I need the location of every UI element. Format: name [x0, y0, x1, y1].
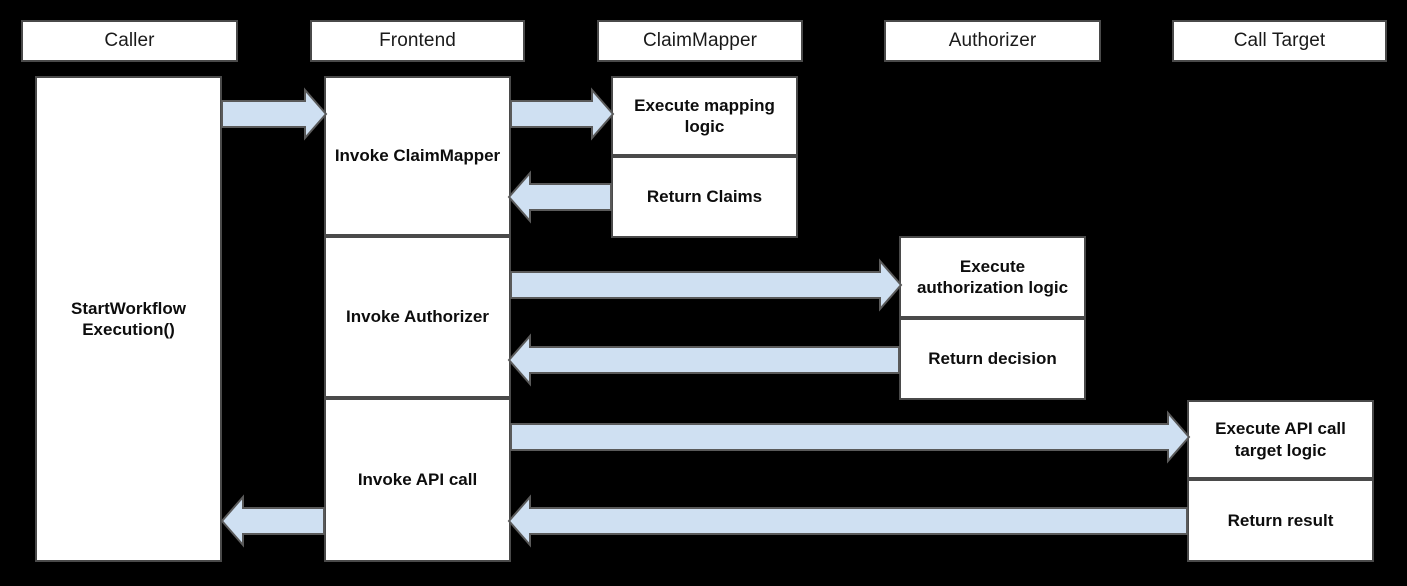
lane-header-caller-label: Caller: [104, 30, 155, 52]
message-arrow-calltarget-to-frontend: [507, 494, 1188, 548]
message-arrow-caller-to-frontend: [221, 87, 328, 141]
lane-header-call-target: Call Target: [1172, 20, 1387, 62]
activity-frontend-invoke-authorizer: Invoke Authorizer: [324, 236, 511, 398]
message-arrow-claimmapper-to-frontend: [507, 170, 612, 224]
activity-frontend-invoke-claimmapper-label: Invoke ClaimMapper: [334, 146, 501, 166]
activity-claimmapper-execute-mapping-logic-label: Execute mapping logic: [634, 95, 775, 136]
activity-authorizer-return-decision-label: Return decision: [928, 349, 1057, 369]
message-arrow-authorizer-to-frontend: [507, 333, 900, 387]
activity-caller-start-workflow-label: StartWorkflow Execution(): [71, 298, 186, 339]
lane-header-authorizer-label: Authorizer: [948, 30, 1037, 52]
activity-frontend-invoke-claimmapper: Invoke ClaimMapper: [324, 76, 511, 236]
lane-header-claimmapper: ClaimMapper: [597, 20, 803, 62]
lane-header-frontend-label: Frontend: [379, 30, 456, 52]
message-arrow-frontend-to-claimmapper: [510, 87, 615, 141]
message-arrow-frontend-to-caller: [220, 494, 325, 548]
activity-calltarget-execute-api-call-target-logic: Execute API call target logic: [1187, 400, 1374, 479]
lane-header-caller: Caller: [21, 20, 238, 62]
activity-authorizer-execute-authorization-logic: Execute authorization logic: [899, 236, 1086, 318]
activity-frontend-invoke-authorizer-label: Invoke Authorizer: [346, 307, 489, 327]
activity-claimmapper-return-claims-label: Return Claims: [646, 187, 763, 207]
message-arrow-frontend-to-authorizer: [510, 258, 903, 312]
activity-frontend-invoke-api-call: Invoke API call: [324, 398, 511, 562]
lane-header-authorizer: Authorizer: [884, 20, 1101, 62]
activity-calltarget-return-result-label: Return result: [1227, 510, 1334, 530]
lane-header-frontend: Frontend: [310, 20, 525, 62]
activity-caller-start-workflow: StartWorkflow Execution(): [35, 76, 222, 562]
activity-claimmapper-execute-mapping-logic: Execute mapping logic: [611, 76, 798, 156]
lane-header-claimmapper-label: ClaimMapper: [642, 30, 758, 52]
activity-authorizer-execute-authorization-logic-label: Execute authorization logic: [916, 256, 1069, 297]
lane-header-call-target-label: Call Target: [1233, 30, 1326, 52]
activity-frontend-invoke-api-call-label: Invoke API call: [357, 470, 478, 490]
activity-authorizer-return-decision: Return decision: [899, 318, 1086, 400]
message-arrow-frontend-to-calltarget: [510, 410, 1191, 464]
activity-calltarget-return-result: Return result: [1187, 479, 1374, 562]
activity-claimmapper-return-claims: Return Claims: [611, 156, 798, 238]
activity-calltarget-execute-api-call-target-logic-label: Execute API call target logic: [1215, 419, 1346, 460]
